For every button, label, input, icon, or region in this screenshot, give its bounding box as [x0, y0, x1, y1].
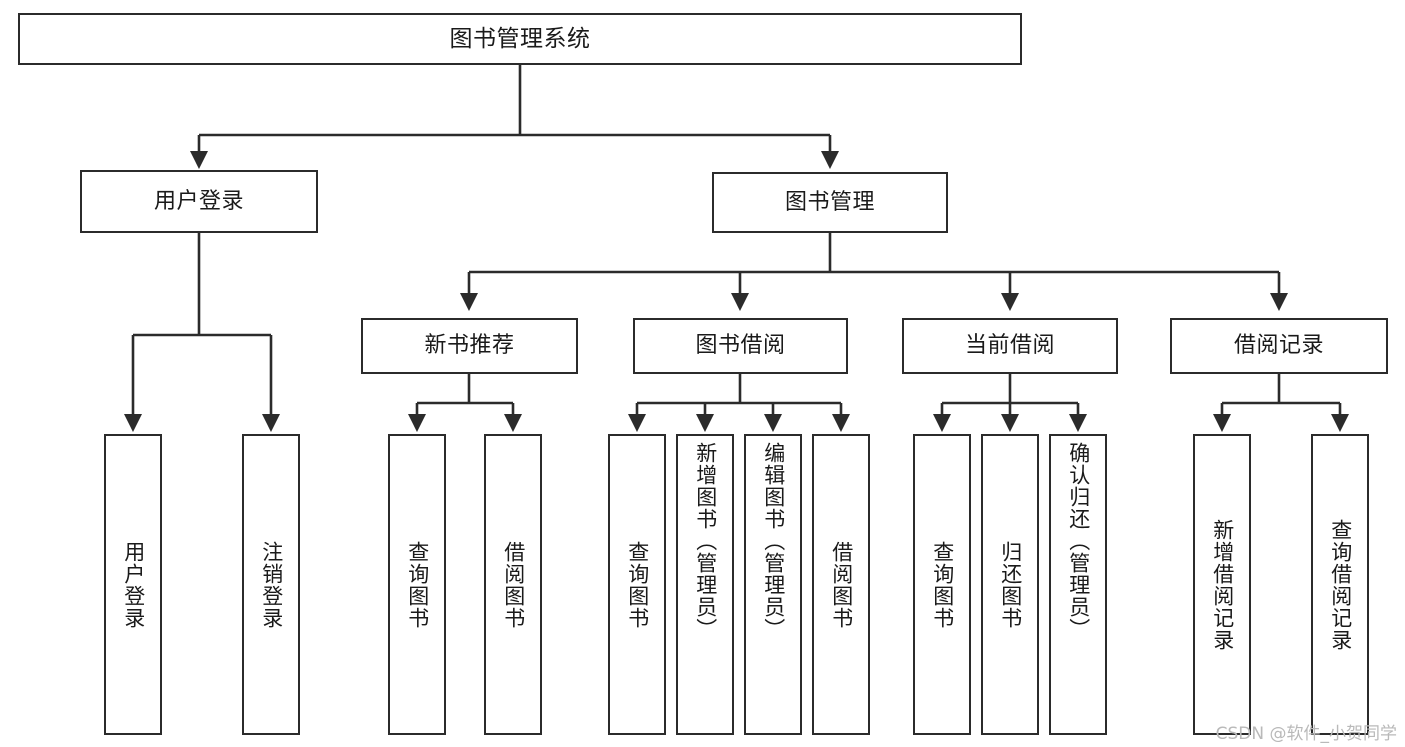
node-borrow-record-label: 借阅记录: [1233, 333, 1324, 359]
node-leaf-return-book[interactable]: 归还图书: [981, 434, 1039, 735]
node-root[interactable]: 图书管理系统: [18, 13, 1022, 65]
node-leaf-query-book-1[interactable]: 查询图书: [388, 434, 446, 735]
node-leaf-add-record[interactable]: 新增借阅记录: [1193, 434, 1251, 735]
node-leaf-borrow-book-2-label: 借阅图书: [829, 540, 854, 629]
node-leaf-logout-login-label: 注销登录: [259, 540, 284, 629]
node-user-login[interactable]: 用户登录: [80, 170, 318, 233]
node-leaf-confirm-return-label: 确认归还（管理员）: [1066, 442, 1091, 640]
node-leaf-query-book-2[interactable]: 查询图书: [608, 434, 666, 735]
node-leaf-edit-book[interactable]: 编辑图书（管理员）: [744, 434, 802, 735]
node-new-book-recommend[interactable]: 新书推荐: [361, 318, 578, 374]
node-book-manage[interactable]: 图书管理: [712, 172, 948, 233]
node-leaf-add-book-label: 新增图书（管理员）: [693, 442, 718, 640]
node-leaf-borrow-book-1[interactable]: 借阅图书: [484, 434, 542, 735]
node-new-book-recommend-label: 新书推荐: [424, 333, 515, 359]
node-leaf-edit-book-label: 编辑图书（管理员）: [761, 442, 786, 640]
node-book-borrow-label: 图书借阅: [695, 333, 786, 359]
node-leaf-query-book-3[interactable]: 查询图书: [913, 434, 971, 735]
node-leaf-query-book-3-label: 查询图书: [930, 540, 955, 629]
node-user-login-label: 用户登录: [153, 188, 244, 214]
csdn-watermark: CSDN @软件_小贺同学: [1215, 724, 1397, 744]
node-root-label: 图书管理系统: [449, 25, 591, 52]
node-book-manage-label: 图书管理: [784, 189, 875, 215]
node-leaf-return-book-label: 归还图书: [998, 540, 1023, 629]
node-borrow-record[interactable]: 借阅记录: [1170, 318, 1388, 374]
node-leaf-user-login[interactable]: 用户登录: [104, 434, 162, 735]
node-leaf-query-record[interactable]: 查询借阅记录: [1311, 434, 1369, 735]
node-book-borrow[interactable]: 图书借阅: [633, 318, 848, 374]
node-leaf-query-book-1-label: 查询图书: [405, 540, 430, 629]
node-current-borrow-label: 当前借阅: [964, 333, 1055, 359]
node-leaf-add-book[interactable]: 新增图书（管理员）: [676, 434, 734, 735]
node-leaf-add-record-label: 新增借阅记录: [1210, 518, 1235, 651]
node-leaf-user-login-label: 用户登录: [121, 540, 146, 629]
node-leaf-query-book-2-label: 查询图书: [625, 540, 650, 629]
node-current-borrow[interactable]: 当前借阅: [902, 318, 1118, 374]
node-leaf-borrow-book-1-label: 借阅图书: [501, 540, 526, 629]
node-leaf-query-record-label: 查询借阅记录: [1328, 518, 1353, 651]
node-leaf-logout-login[interactable]: 注销登录: [242, 434, 300, 735]
node-leaf-borrow-book-2[interactable]: 借阅图书: [812, 434, 870, 735]
node-leaf-confirm-return[interactable]: 确认归还（管理员）: [1049, 434, 1107, 735]
